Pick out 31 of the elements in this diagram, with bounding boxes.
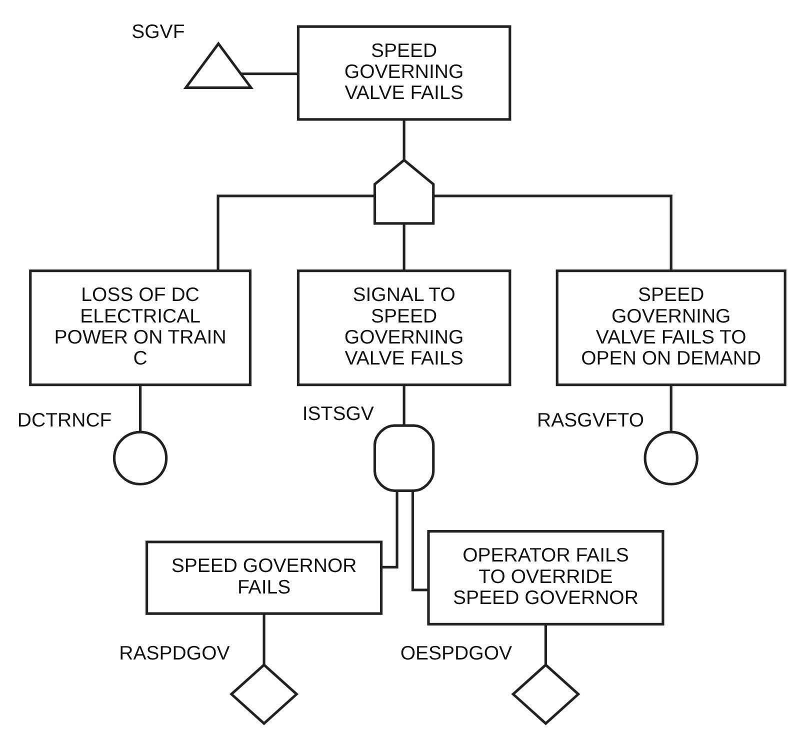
node-box: LOSS OF DC ELECTRICAL POWER ON TRAIN C xyxy=(29,270,252,386)
node-box: SPEED GOVERNING VALVE FAILS TO OPEN ON DEMAND xyxy=(556,270,786,386)
node-box: OPERATOR FAILS TO OVERRIDE SPEED GOVERNOR xyxy=(427,530,664,626)
node-triangle xyxy=(183,42,254,89)
node-box: SIGNAL TO SPEED GOVERNING VALVE FAILS xyxy=(296,270,512,386)
node-label: OESPDGOV xyxy=(400,642,512,664)
connector xyxy=(382,490,398,568)
connector xyxy=(402,385,406,426)
connector xyxy=(216,194,375,270)
connector xyxy=(138,385,142,432)
connector xyxy=(544,624,548,664)
connector xyxy=(670,385,672,432)
connector xyxy=(241,72,298,76)
connector xyxy=(262,614,266,665)
node-or-gate xyxy=(373,158,435,225)
node-box: SPEED GOVERNING VALVE FAILS xyxy=(296,25,512,121)
node-label: SGVF xyxy=(132,21,185,44)
node-and-gate xyxy=(373,424,435,492)
connector xyxy=(411,490,428,592)
node-circle xyxy=(112,430,168,486)
node-diamond xyxy=(230,663,299,726)
node-label: DCTRNCF xyxy=(17,409,112,432)
node-label: RASPDGOV xyxy=(119,642,230,664)
node-circle xyxy=(644,430,698,486)
node-label: RASGVFTO xyxy=(537,409,644,432)
node-diamond xyxy=(511,663,580,726)
connector xyxy=(402,224,406,271)
node-label: ISTSGV xyxy=(302,402,374,425)
node-box: SPEED GOVERNOR FAILS xyxy=(146,540,383,615)
connector xyxy=(402,120,406,160)
connector xyxy=(434,194,672,270)
